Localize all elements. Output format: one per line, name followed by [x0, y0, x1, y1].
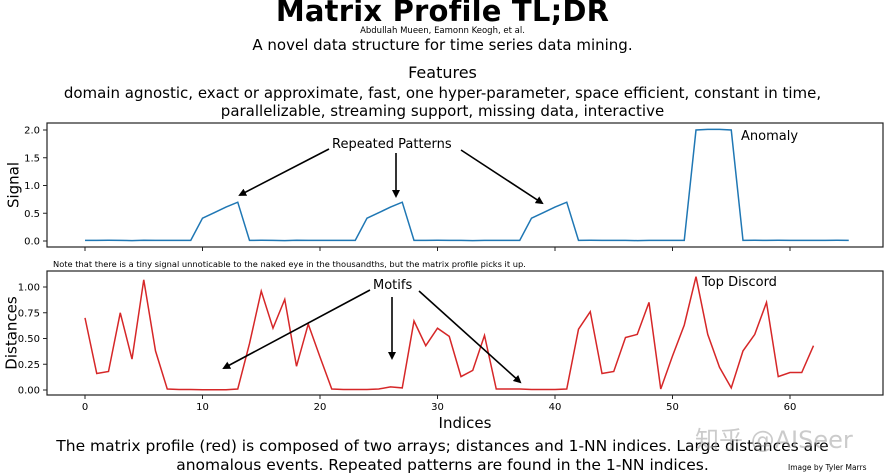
bottom-chart-note: Note that there is a tiny signal unnotic… [53, 259, 526, 269]
features-line-1: domain agnostic, exact or approximate, f… [63, 84, 822, 102]
caption-line-1: The matrix profile (red) is composed of … [56, 437, 829, 455]
svg-text:30: 30 [431, 402, 444, 413]
image-credit: Image by Tyler Marrs [788, 463, 867, 472]
svg-text:50: 50 [666, 402, 679, 413]
svg-text:0.75: 0.75 [18, 308, 40, 319]
distances-line [84, 276, 815, 391]
svg-text:10: 10 [196, 402, 209, 413]
svg-text:0.50: 0.50 [18, 334, 40, 345]
svg-text:1.00: 1.00 [18, 283, 40, 294]
watermark: 知乎 @AISeer [695, 426, 853, 454]
svg-text:1.5: 1.5 [24, 153, 40, 164]
caption-line-2: anomalous events. Repeated patterns are … [176, 456, 709, 474]
svg-text:40: 40 [549, 402, 562, 413]
top-discord-label: Top Discord [701, 275, 777, 290]
distances-y-axis: 0.00 0.25 0.50 0.75 1.00 [18, 283, 47, 397]
svg-text:1.0: 1.0 [24, 181, 40, 192]
svg-text:2.0: 2.0 [24, 126, 40, 137]
repeated-arrow-3 [460, 149, 544, 205]
signal-y-axis: 0.0 0.5 1.0 1.5 2.0 [24, 126, 47, 248]
motif-arrow-3 [418, 290, 522, 384]
repeated-arrow-1 [238, 148, 330, 196]
features-line-2: parallelizable, streaming support, missi… [220, 102, 665, 120]
page-title: Matrix Profile TL;DR [275, 0, 610, 28]
subtitle: A novel data structure for time series d… [252, 36, 633, 54]
distances-plot-frame [46, 270, 884, 396]
signal-x-axis [84, 247, 791, 251]
svg-text:0.0: 0.0 [24, 237, 40, 248]
distances-x-axis: 0 10 20 30 40 50 60 [82, 395, 797, 413]
svg-text:0: 0 [82, 402, 88, 413]
svg-text:0.5: 0.5 [24, 209, 40, 220]
signal-y-label: Signal [5, 162, 23, 208]
anomaly-label: Anomaly [741, 129, 798, 144]
svg-text:20: 20 [314, 402, 327, 413]
svg-text:0.00: 0.00 [18, 386, 40, 397]
repeated-patterns-label: Repeated Patterns [332, 137, 452, 152]
x-axis-label: Indices [439, 414, 492, 432]
signal-line [85, 128, 849, 242]
distances-y-label: Distances [3, 296, 21, 370]
motifs-label: Motifs [373, 278, 412, 293]
features-heading: Features [408, 63, 477, 82]
authors: Abdullah Mueen, Eamonn Keogh, et al. [360, 26, 525, 36]
motif-arrow-1 [222, 289, 371, 369]
svg-text:60: 60 [784, 402, 797, 413]
svg-text:0.25: 0.25 [18, 360, 40, 371]
